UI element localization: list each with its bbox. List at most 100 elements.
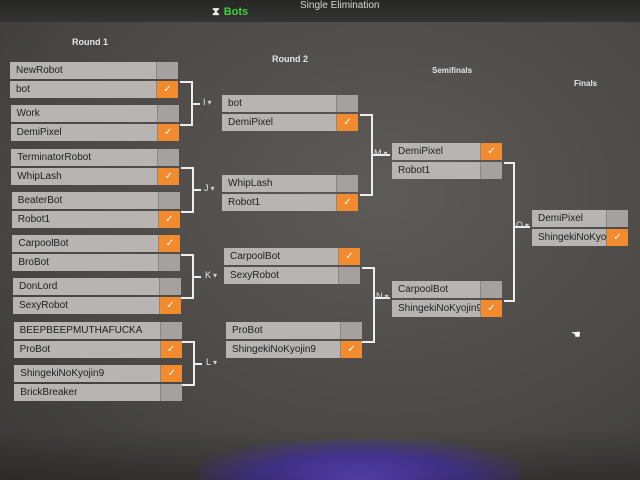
bracket-slot[interactable]: CarpoolBot✓ [224, 248, 360, 265]
result-box[interactable] [157, 192, 180, 209]
winner-check-icon[interactable]: ✓ [336, 114, 358, 131]
match-letter: L [206, 356, 212, 367]
bracket-slot[interactable]: Robot1✓ [11, 211, 180, 228]
round-2-label: Round 2 [272, 54, 308, 64]
result-box[interactable] [160, 384, 183, 401]
result-box[interactable] [338, 267, 360, 284]
chevron-down-icon[interactable]: ▾ [383, 149, 388, 158]
bracket-slot[interactable]: Work [10, 105, 179, 122]
bot-name: BrickBreaker [14, 384, 183, 401]
result-box[interactable] [156, 105, 179, 122]
bracket-connector [374, 297, 390, 299]
result-box[interactable] [159, 322, 182, 339]
bracket-slot[interactable]: ProBot [226, 322, 362, 339]
bracket-connector [192, 102, 200, 105]
result-box[interactable] [606, 210, 628, 227]
match-label[interactable]: N▾ [376, 291, 389, 301]
match-label[interactable]: M▾ [374, 148, 388, 158]
result-box[interactable] [159, 278, 181, 295]
bracket-slot[interactable]: bot [222, 95, 358, 112]
winner-check-icon[interactable]: ✓ [160, 365, 183, 382]
bracket-slot[interactable]: DemiPixel✓ [222, 114, 358, 131]
bracket-slot[interactable]: BrickBreaker [14, 384, 183, 401]
result-box[interactable] [336, 175, 358, 192]
bracket-slot[interactable]: WhipLash [222, 175, 358, 192]
winner-check-icon[interactable]: ✓ [159, 341, 182, 358]
bot-name: BeaterBot [11, 192, 180, 209]
bracket-slot[interactable]: TerminatorRobot [11, 149, 180, 166]
bracket-slot[interactable]: DemiPixel✓ [392, 143, 502, 160]
bracket-slot[interactable]: WhipLash✓ [11, 168, 180, 185]
bracket-slot[interactable]: SexyRobot✓ [13, 297, 181, 314]
match-letter: M [374, 148, 382, 158]
bracket-slot[interactable]: bot✓ [10, 81, 178, 98]
bracket-slot[interactable]: BroBot [12, 254, 181, 271]
bracket-slot[interactable]: Robot1✓ [222, 194, 358, 211]
chevron-down-icon[interactable]: ▾ [210, 184, 215, 193]
chevron-down-icon[interactable]: ▾ [213, 270, 218, 280]
bracket-slot[interactable]: DonLord [13, 278, 181, 295]
bot-name: SexyRobot [224, 267, 360, 284]
screen-edge-shadow [0, 430, 640, 480]
chevron-down-icon[interactable]: ▾ [384, 292, 389, 301]
bot-name: ShingekiNoKyojin9 [532, 229, 628, 246]
bracket-slot[interactable]: DemiPixel✓ [10, 124, 179, 141]
result-box[interactable] [480, 162, 502, 179]
winner-check-icon[interactable]: ✓ [156, 81, 178, 98]
winner-check-icon[interactable]: ✓ [158, 235, 181, 252]
winner-check-icon[interactable]: ✓ [338, 248, 360, 265]
winner-check-icon[interactable]: ✓ [480, 300, 502, 317]
winner-check-icon[interactable]: ✓ [157, 211, 180, 228]
match-label[interactable]: L▾ [206, 357, 217, 367]
bot-name: Robot1 [392, 162, 502, 179]
bracket-slot[interactable]: CarpoolBot [392, 281, 502, 298]
bracket-slot[interactable]: DemiPixel [532, 210, 628, 227]
chevron-down-icon[interactable]: ▾ [213, 357, 218, 367]
match-label[interactable]: I▾ [203, 97, 212, 107]
match-label[interactable]: K▾ [205, 270, 217, 280]
winner-check-icon[interactable]: ✓ [159, 297, 181, 314]
result-box[interactable] [157, 149, 180, 166]
bracket-connector [514, 226, 530, 228]
bracket-slot[interactable]: BEEPBEEPMUTHAFUCKA [13, 322, 182, 339]
winner-check-icon[interactable]: ✓ [156, 124, 179, 141]
result-box[interactable] [340, 322, 362, 339]
bracket-slot[interactable]: ShingekiNoKyojin9✓ [226, 341, 362, 358]
bracket-connector [504, 162, 514, 164]
match-sf-0: DemiPixel✓ Robot1 [392, 143, 502, 181]
chevron-down-icon[interactable]: ▾ [525, 221, 530, 230]
match-letter: O [516, 220, 524, 230]
result-box[interactable] [156, 62, 178, 79]
winner-check-icon[interactable]: ✓ [336, 194, 358, 211]
winner-check-icon[interactable]: ✓ [480, 143, 502, 160]
bracket-connector [192, 189, 201, 191]
bracket-slot[interactable]: Robot1 [392, 162, 502, 179]
bracket-slot[interactable]: CarpoolBot✓ [12, 235, 181, 252]
bracket-connector [362, 341, 374, 343]
bot-name: bot [222, 95, 358, 112]
winner-check-icon[interactable]: ✓ [606, 229, 628, 246]
bracket-slot[interactable]: ShingekiNoKyojin9✓ [392, 300, 502, 317]
bot-name: BEEPBEEPMUTHAFUCKA [13, 322, 182, 339]
result-box[interactable] [480, 281, 502, 298]
chevron-down-icon[interactable]: ▾ [207, 97, 212, 107]
bracket-slot[interactable]: SexyRobot [224, 267, 360, 284]
bracket-slot[interactable]: NewRobot [10, 62, 178, 79]
match-label[interactable]: J▾ [204, 183, 215, 193]
winner-check-icon[interactable]: ✓ [157, 168, 180, 185]
match-label[interactable]: O▾ [516, 220, 529, 230]
bracket-slot[interactable]: ShingekiNoKyojin9✓ [14, 365, 183, 382]
winner-check-icon[interactable]: ✓ [340, 341, 362, 358]
bracket-slot[interactable]: ProBot✓ [13, 341, 182, 358]
match-r1-6: BEEPBEEPMUTHAFUCKA ProBot✓ [13, 322, 182, 360]
bracket-slot[interactable]: BeaterBot [11, 192, 180, 209]
bot-name: ShingekiNoKyojin9 [14, 365, 183, 382]
result-box[interactable] [336, 95, 358, 112]
result-box[interactable] [158, 254, 181, 271]
bot-name: bot [10, 81, 178, 98]
bracket-slot[interactable]: ShingekiNoKyojin9✓ [532, 229, 628, 246]
